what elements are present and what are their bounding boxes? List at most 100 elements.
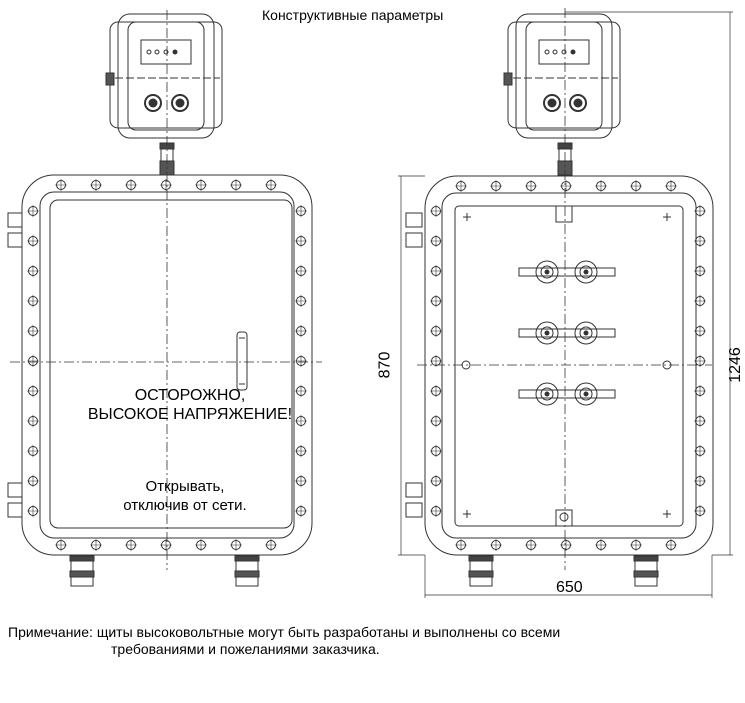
gland-ring <box>633 570 659 578</box>
bolt-cross <box>27 295 39 307</box>
bolt-cross <box>560 180 572 192</box>
bolt-cross <box>195 539 207 551</box>
bolt <box>694 475 706 487</box>
dimension-total-height: 1246 <box>726 347 744 383</box>
bolt <box>430 205 442 217</box>
bolt-cross <box>90 539 102 551</box>
bolt-cross <box>27 235 39 247</box>
mounting-hole <box>662 360 672 370</box>
busbar <box>518 267 616 277</box>
gland-sleeve <box>70 576 94 587</box>
cable-gland <box>69 555 95 587</box>
bolt <box>490 180 502 192</box>
bolt-cross <box>230 539 242 551</box>
bolt-cross <box>430 205 442 217</box>
bolt <box>27 385 39 397</box>
bolt <box>525 180 537 192</box>
bolt-cross <box>27 475 39 487</box>
bolt <box>430 235 442 247</box>
hinge-upper <box>7 212 23 248</box>
dimension-width: 650 <box>556 579 583 596</box>
bolt-cross <box>265 179 277 191</box>
gland-nut <box>69 555 95 562</box>
bolt-cross <box>295 505 307 517</box>
bolt <box>295 505 307 517</box>
bolt-cross <box>430 385 442 397</box>
bolt-cross <box>27 415 39 427</box>
bolt <box>265 179 277 191</box>
door-handle <box>236 331 248 391</box>
busbar-insulator-pair <box>518 321 616 345</box>
mounting-point <box>663 510 671 518</box>
bolt-cross <box>430 475 442 487</box>
gland-body <box>70 560 94 572</box>
bolt <box>90 539 102 551</box>
bolt <box>560 539 572 551</box>
warning-text-line1: ОСТОРОЖНО, <box>134 387 246 404</box>
bolt <box>630 180 642 192</box>
drawing-title: Конструктивные параметры <box>262 7 444 23</box>
bolt-cross <box>430 355 442 367</box>
bolt-cross <box>55 539 67 551</box>
bolt-cross <box>160 179 172 191</box>
bolt <box>560 180 572 192</box>
bolt-cross <box>295 355 307 367</box>
insulator-inner <box>540 387 554 401</box>
bolt-cross <box>265 539 277 551</box>
bolt <box>195 539 207 551</box>
bolt <box>430 265 442 277</box>
bolt-cross <box>455 539 467 551</box>
bolt <box>295 205 307 217</box>
bolt <box>55 539 67 551</box>
bolt-cross <box>694 415 706 427</box>
busbar <box>518 389 616 399</box>
insulator <box>535 260 559 284</box>
bolt <box>694 415 706 427</box>
bolt-cross <box>430 265 442 277</box>
bolt <box>694 265 706 277</box>
insulator-inner <box>579 326 593 340</box>
bolt-cross <box>490 539 502 551</box>
bolt <box>27 505 39 517</box>
bolt-cross <box>490 180 502 192</box>
bolt-cross <box>595 180 607 192</box>
insulator-bolt <box>583 391 589 397</box>
gland-ring <box>69 570 95 578</box>
bolt-cross <box>27 385 39 397</box>
insulator-bolt <box>583 269 589 275</box>
bolt-cross <box>27 265 39 277</box>
bolt <box>630 539 642 551</box>
bolt-cross <box>630 539 642 551</box>
bolt <box>694 355 706 367</box>
bolt <box>694 505 706 517</box>
bolt <box>525 539 537 551</box>
bolt-cross <box>295 205 307 217</box>
instruction-text-line2: отключив от сети. <box>123 497 247 514</box>
bolt-cross <box>560 539 572 551</box>
bolt-cross <box>525 180 537 192</box>
bolt <box>430 505 442 517</box>
bolt <box>27 235 39 247</box>
bolt-cross <box>430 295 442 307</box>
bolt-cross <box>125 179 137 191</box>
bolt-cross <box>430 235 442 247</box>
bolt <box>694 295 706 307</box>
bolt <box>430 385 442 397</box>
insulator <box>574 382 598 406</box>
gland-body <box>634 560 658 572</box>
bolt <box>295 325 307 337</box>
insulators <box>461 213 672 518</box>
junction-box-internal <box>503 13 621 139</box>
cable-gland <box>234 555 260 587</box>
bolt-cross <box>295 445 307 457</box>
bolt <box>430 325 442 337</box>
bolt-set-front <box>27 179 307 551</box>
insulator-inner <box>540 265 554 279</box>
bolt-cross <box>295 325 307 337</box>
gland-nut <box>633 555 659 562</box>
bolt <box>125 539 137 551</box>
bolt-cross <box>295 475 307 487</box>
gland-sleeve <box>634 576 658 587</box>
busbar-insulator-pair <box>518 260 616 284</box>
